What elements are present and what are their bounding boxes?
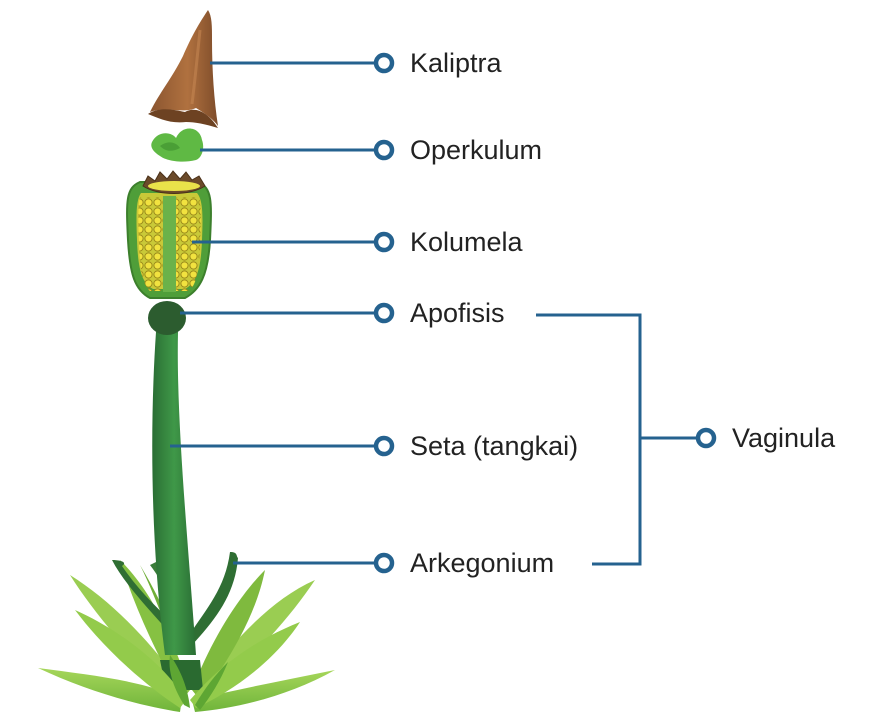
label-operkulum: Operkulum [410, 135, 542, 165]
label-kaliptra: Kaliptra [410, 48, 503, 78]
marker-arkegonium [373, 552, 395, 574]
capsule [126, 170, 212, 299]
marker-operkulum [373, 139, 395, 161]
spore-sac-left [138, 197, 163, 291]
label-arkegonium: Arkegonium [410, 548, 554, 578]
marker-apofisis [373, 302, 395, 324]
label-vaginula: Vaginula [732, 423, 836, 453]
calyptra [148, 10, 218, 128]
gametophyte-leaves-front [38, 610, 335, 712]
label-apofisis: Apofisis [410, 298, 505, 328]
leader-lines [170, 61, 698, 566]
spore-sac-right [176, 197, 201, 291]
marker-kaliptra [373, 52, 395, 74]
marker-kolumela [373, 231, 395, 253]
label-seta: Seta (tangkai) [410, 431, 578, 461]
moss-illustration [38, 10, 335, 712]
label-markers [373, 52, 717, 574]
labels: Kaliptra Operkulum Kolumela Apofisis Set… [410, 48, 836, 578]
label-kolumela: Kolumela [410, 227, 524, 257]
apophysis-knob [148, 301, 186, 335]
columella [163, 196, 176, 292]
marker-seta [373, 435, 395, 457]
operculum [151, 128, 204, 162]
marker-vaginula [695, 427, 717, 449]
